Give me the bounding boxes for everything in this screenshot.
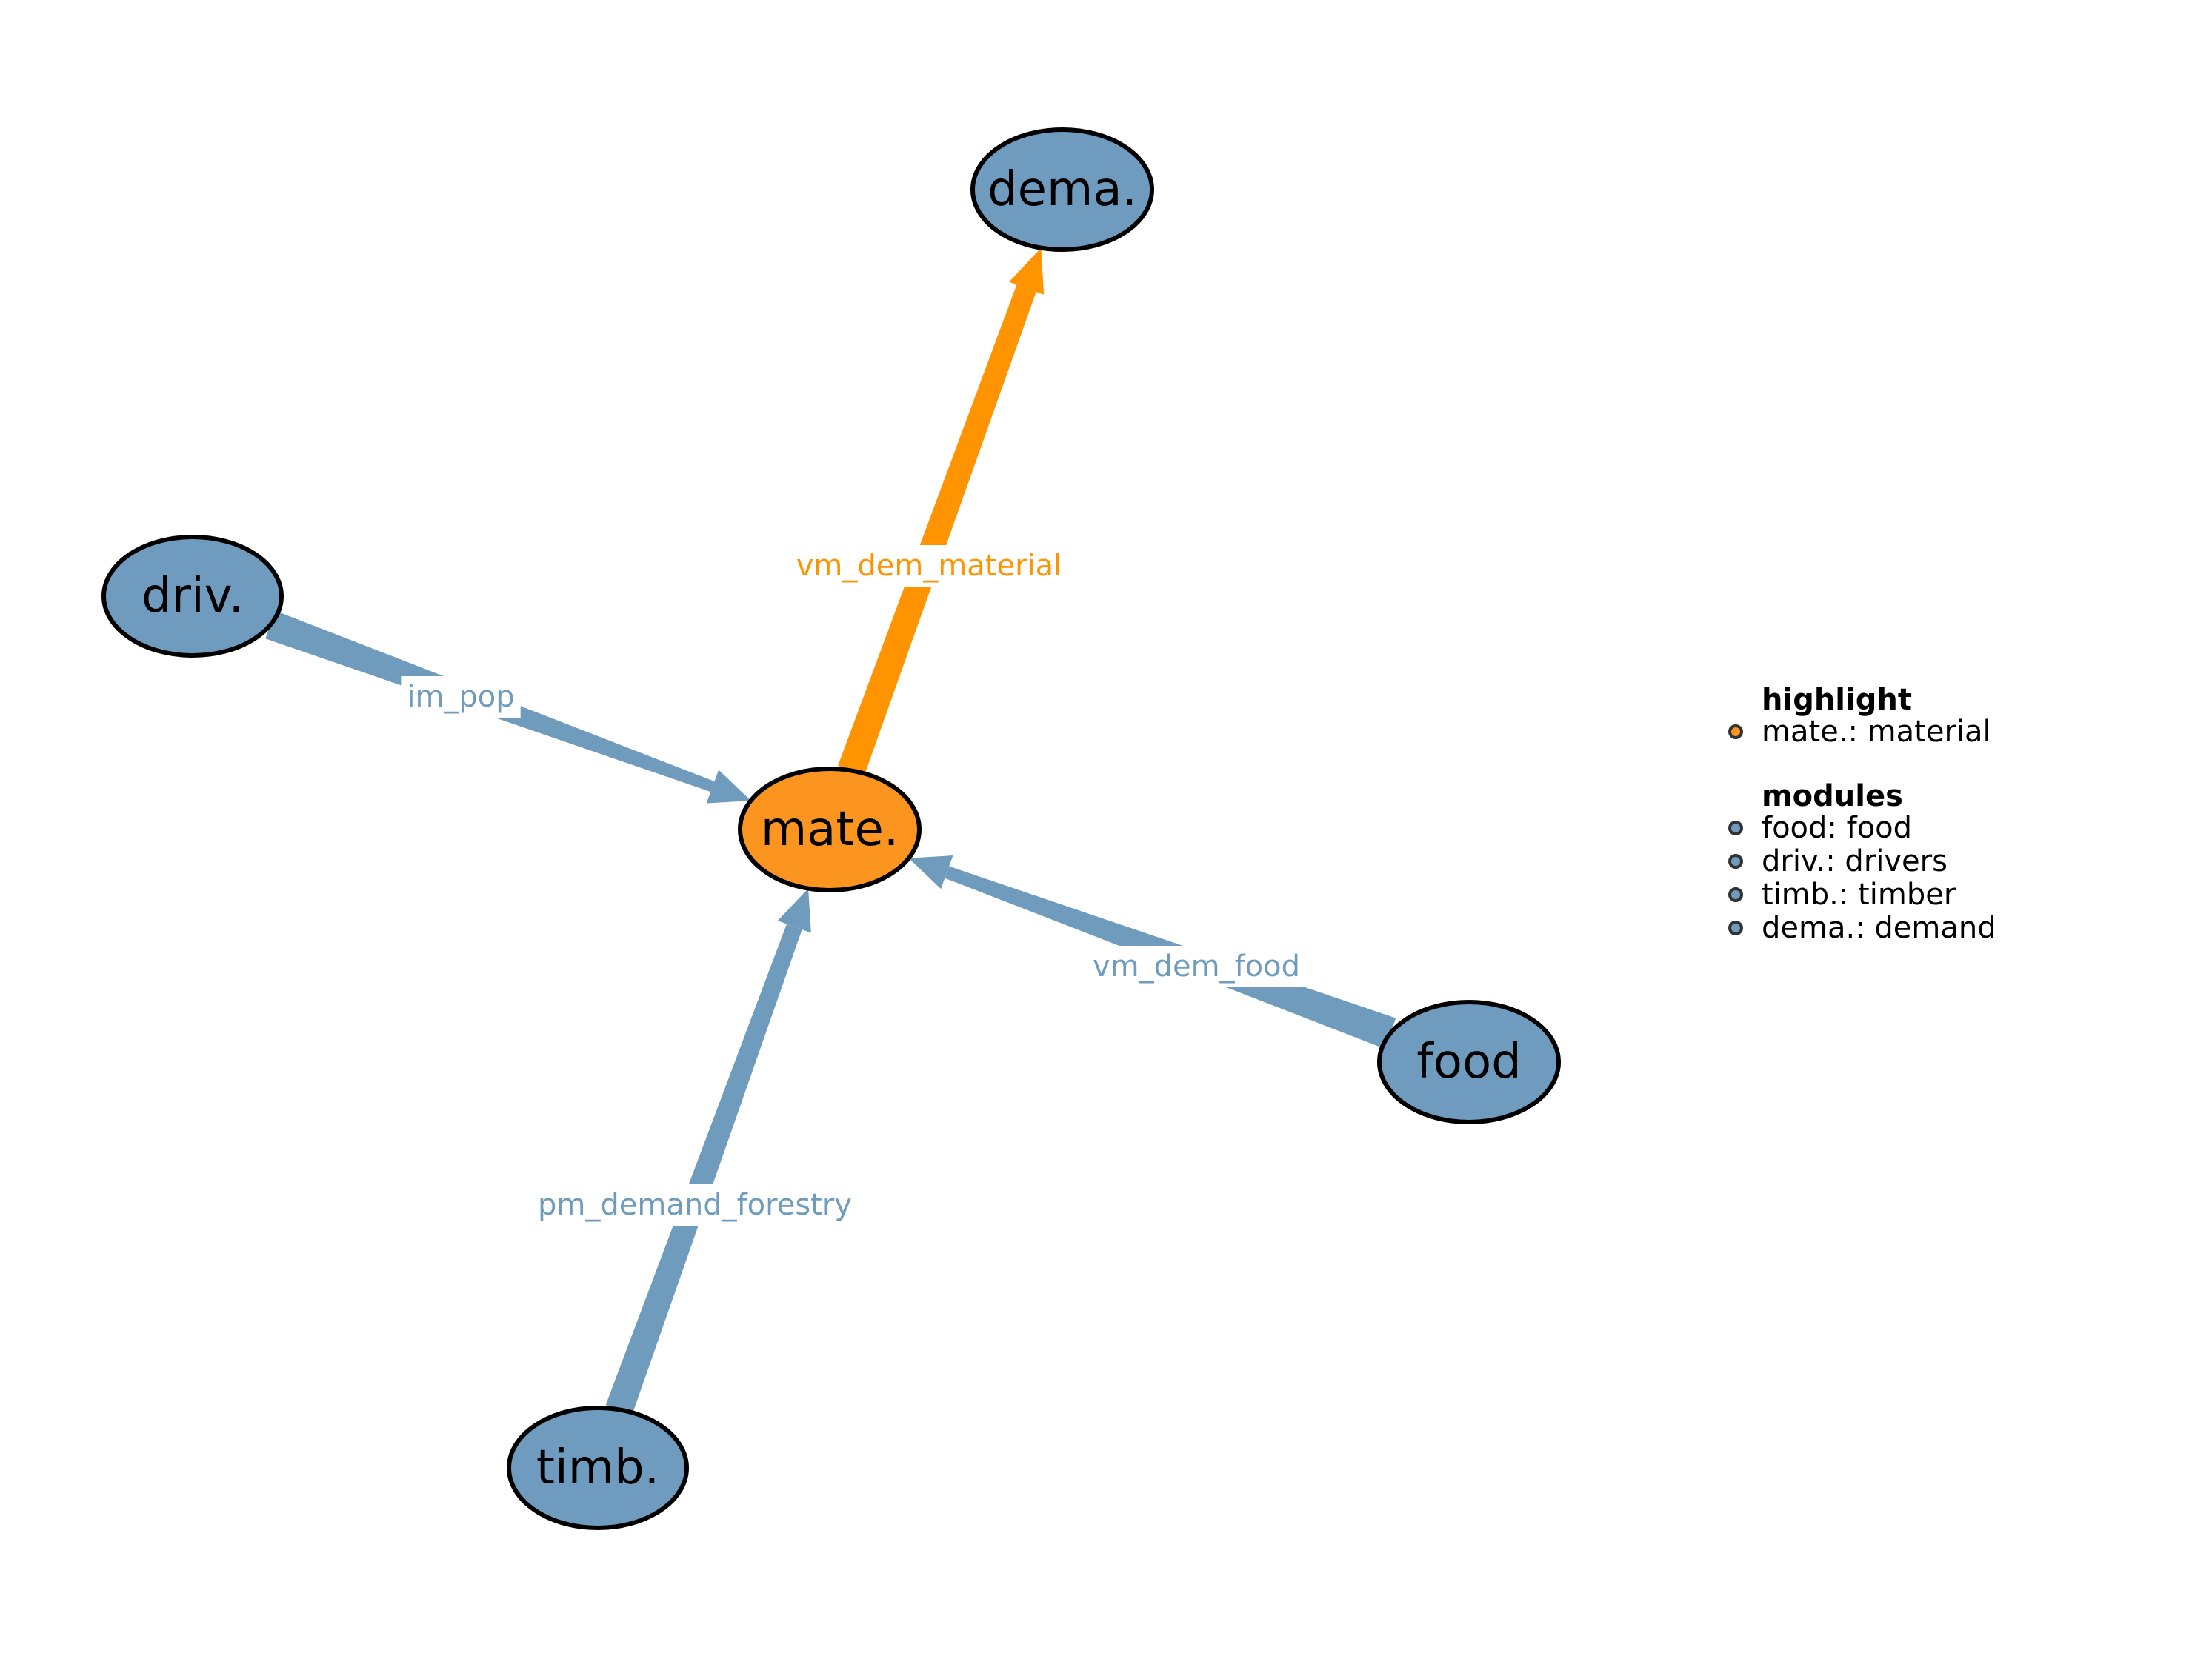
edge-pm_demand_forestry [605,924,802,1415]
edge-label-mask [1086,946,1307,987]
edge-pm_demand_forestry-arrowhead [777,888,811,933]
legend-item: food: food [1726,810,1996,845]
legend-highlight-items: mate.: material [1726,714,1996,749]
node-mate [738,767,922,892]
legend: highlight mate.: material modules food: … [1726,683,1996,945]
legend-item-label: driv.: drivers [1762,844,1948,878]
legend-marker-dot [1728,887,1743,902]
edge-label-mask [790,545,1068,587]
node-food [1377,1000,1561,1124]
legend-marker-dot [1728,920,1743,935]
edge-label-mask [401,676,521,718]
edge-label-mask [532,1184,858,1226]
node-timb [507,1406,689,1530]
edge-label-pm_demand_forestry: pm_demand_forestry [538,1188,852,1222]
edge-label-vm_dem_food: vm_dem_food [1093,949,1300,984]
edge-label-vm_dem_material: vm_dem_material [796,549,1062,583]
node-label-food: food [1416,1035,1521,1089]
legend-item: timb.: timber [1726,877,1996,912]
edge-vm_dem_material-arrowhead [1009,247,1045,295]
legend-marker-dot [1728,820,1743,835]
node-label-mate: mate. [761,802,899,857]
legend-modules-title: modules [1762,779,1903,813]
node-dema [970,127,1154,252]
edge-vm_dem_material [838,284,1036,775]
legend-item: driv.: drivers [1726,844,1996,878]
legend-gap [1726,748,1996,781]
legend-highlight-title: highlight [1762,683,1912,717]
legend-item-label: mate.: material [1762,714,1991,749]
node-driv [101,535,284,658]
node-label-timb: timb. [536,1441,659,1495]
edge-vm_dem_food-arrowhead [908,855,953,889]
legend-marker-dot [1728,853,1743,869]
legend-item-label: dema.: demand [1762,910,1996,945]
legend-item-label: timb.: timber [1762,877,1956,912]
legend-item: dema.: demand [1726,910,1996,945]
edge-im_pop-arrowhead [706,770,751,804]
node-label-driv: driv. [141,569,244,624]
edge-label-im_pop: im_pop [407,680,514,714]
node-label-dema: dema. [987,162,1137,217]
legend-marker-dot [1728,724,1743,739]
legend-item-label: food: food [1762,810,1913,845]
legend-item: mate.: material [1726,714,1996,749]
